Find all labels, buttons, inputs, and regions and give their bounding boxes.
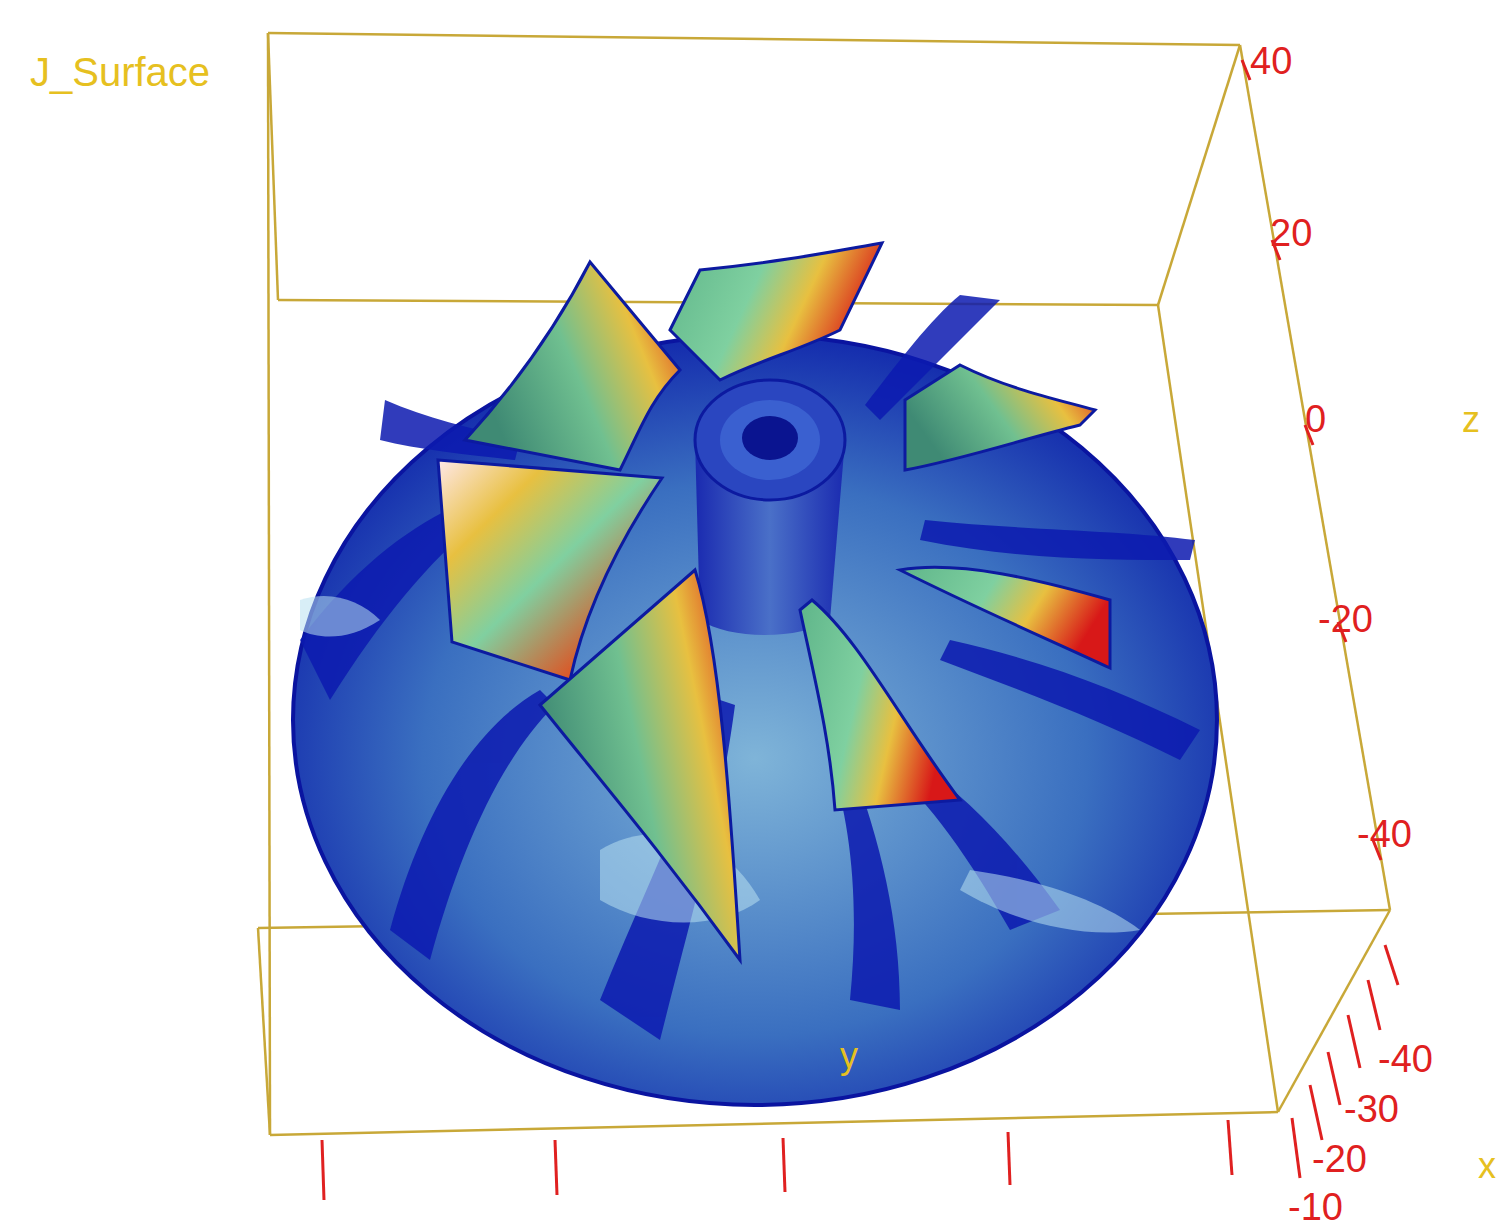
tick-label: 40 (1250, 42, 1292, 80)
tick-label: -40 (1378, 1040, 1433, 1078)
plot-title: J_Surface (30, 52, 210, 92)
tick-label: -20 (1312, 1140, 1367, 1178)
axis-name: z (1462, 402, 1480, 438)
axis-name: x (1478, 1148, 1496, 1184)
tick-label: -10 (1288, 1188, 1343, 1226)
tick-label: 0 (1305, 400, 1326, 438)
axis-name: y (840, 1038, 858, 1074)
tick-label: -30 (1344, 1090, 1399, 1128)
tick-label: -20 (1318, 600, 1373, 638)
tick-label: -40 (1357, 815, 1412, 853)
tick-label: 20 (1270, 214, 1312, 252)
